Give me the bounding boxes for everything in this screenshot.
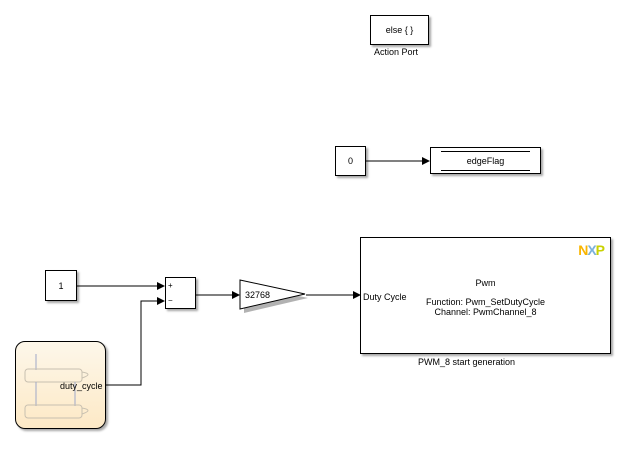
constant-one-value: 1: [58, 280, 64, 291]
pwm-block[interactable]: Duty Cycle Pwm Function: Pwm_SetDutyCycl…: [360, 237, 611, 354]
constant-one-block[interactable]: 1: [45, 270, 77, 301]
sum-plus-sign: +: [168, 281, 173, 290]
pwm-function: Function: Pwm_SetDutyCycle: [425, 297, 546, 307]
edgeflag-bottom-line: [441, 170, 530, 171]
chart-preview-icon: [24, 354, 89, 419]
pwm-caption: PWM_8 start generation: [418, 357, 516, 367]
pwm-input-port-label: Duty Cycle: [363, 292, 407, 302]
edgeflag-top-line: [441, 151, 530, 152]
constant-zero-value: 0: [347, 156, 353, 166]
pwm-title: Pwm: [475, 278, 496, 288]
nxp-logo-icon: NXP: [578, 242, 605, 258]
action-port-block[interactable]: else { }: [370, 15, 429, 45]
wire-chart-to-sum[interactable]: [106, 297, 165, 386]
chart-output-port-label: duty_cycle: [60, 381, 103, 391]
edgeflag-block[interactable]: edgeFlag: [430, 147, 541, 174]
gain-block[interactable]: [238, 278, 310, 314]
sum-block[interactable]: + −: [165, 277, 196, 309]
sum-minus-sign: −: [168, 296, 173, 305]
action-port-label: else { }: [385, 25, 414, 35]
action-port-caption: Action Port: [374, 47, 419, 57]
stateflow-chart-block[interactable]: duty_cycle: [15, 341, 106, 429]
constant-zero-block[interactable]: 0: [335, 146, 366, 176]
gain-value: 32768: [245, 290, 271, 300]
pwm-channel: Channel: PwmChannel_8: [434, 307, 537, 317]
edgeflag-label: edgeFlag: [466, 155, 505, 166]
